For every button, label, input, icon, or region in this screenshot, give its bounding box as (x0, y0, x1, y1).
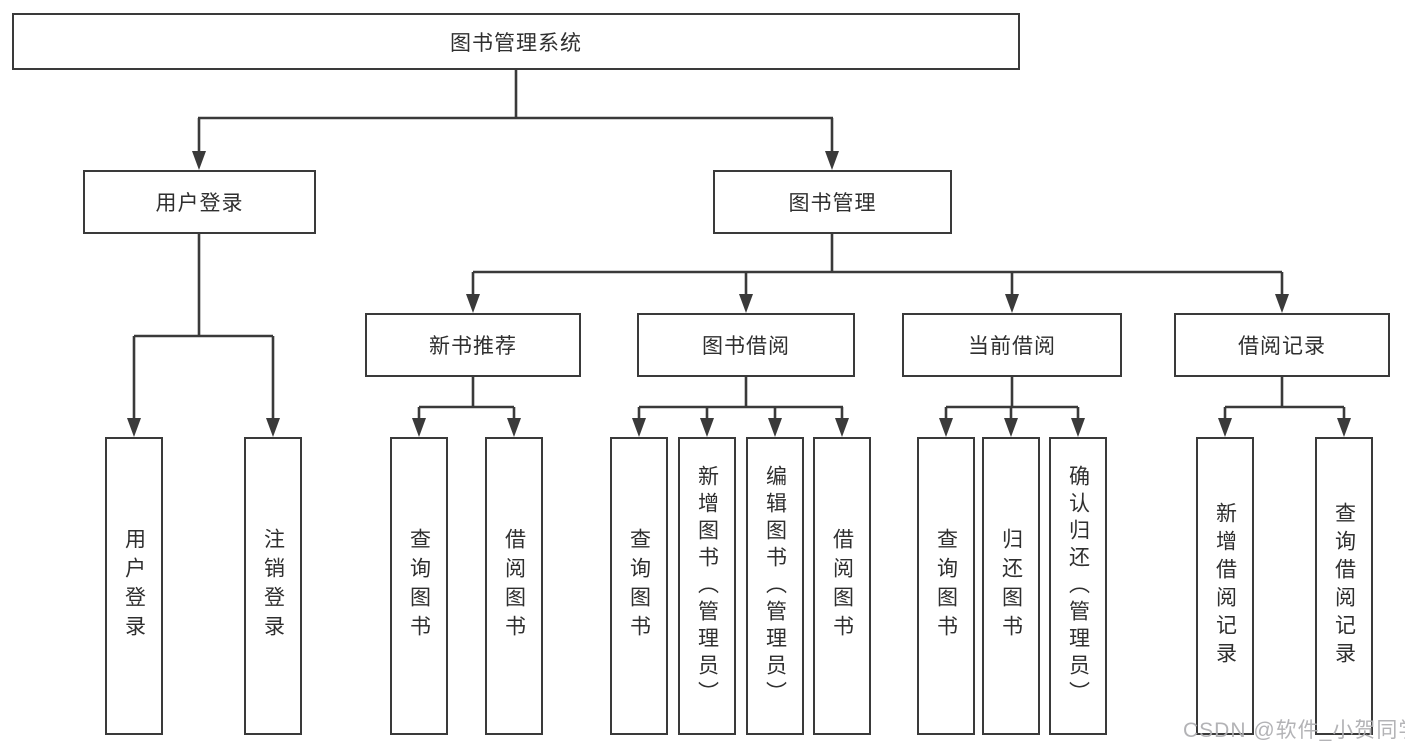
leaf-confirm-return-admin: 确认归还（管理员） (1049, 437, 1107, 735)
node-label: 图书管理 (788, 192, 877, 215)
node-new-book-recommend: 新书推荐 (365, 313, 581, 377)
node-book-management-module: 图书管理 (713, 170, 952, 234)
node-label: 用户登录 (155, 192, 244, 215)
csdn-watermark: CSDN @软件_小贺同学 (1183, 719, 1405, 742)
node-label: 图书管理系统 (450, 31, 582, 55)
leaf-add-borrow-record: 新增借阅记录 (1196, 437, 1254, 735)
node-user-login-module: 用户登录 (83, 170, 316, 234)
node-label: 图书借阅 (702, 335, 790, 358)
leaf-borrow-book-recommend: 借阅图书 (485, 437, 543, 735)
leaf-logout: 注销登录 (244, 437, 302, 735)
leaf-user-login: 用户登录 (105, 437, 163, 735)
node-label: 新书推荐 (429, 335, 517, 358)
leaf-query-book-recommend: 查询图书 (390, 437, 448, 735)
node-current-borrowing: 当前借阅 (902, 313, 1122, 377)
node-borrow-records: 借阅记录 (1174, 313, 1390, 377)
leaf-return-book: 归还图书 (982, 437, 1040, 735)
tree-edges (132, 70, 1346, 421)
leaf-edit-book-admin: 编辑图书（管理员） (746, 437, 804, 735)
leaf-query-book-borrowing: 查询图书 (610, 437, 668, 735)
leaf-query-borrow-record: 查询借阅记录 (1315, 437, 1373, 735)
node-book-borrowing: 图书借阅 (637, 313, 855, 377)
node-label: 借阅记录 (1238, 335, 1326, 358)
node-label: 当前借阅 (968, 335, 1056, 358)
node-root-library-system: 图书管理系统 (12, 13, 1020, 70)
leaf-add-book-admin: 新增图书（管理员） (678, 437, 736, 735)
arrowheads (127, 151, 1351, 437)
leaf-query-book-current: 查询图书 (917, 437, 975, 735)
leaf-borrow-book: 借阅图书 (813, 437, 871, 735)
